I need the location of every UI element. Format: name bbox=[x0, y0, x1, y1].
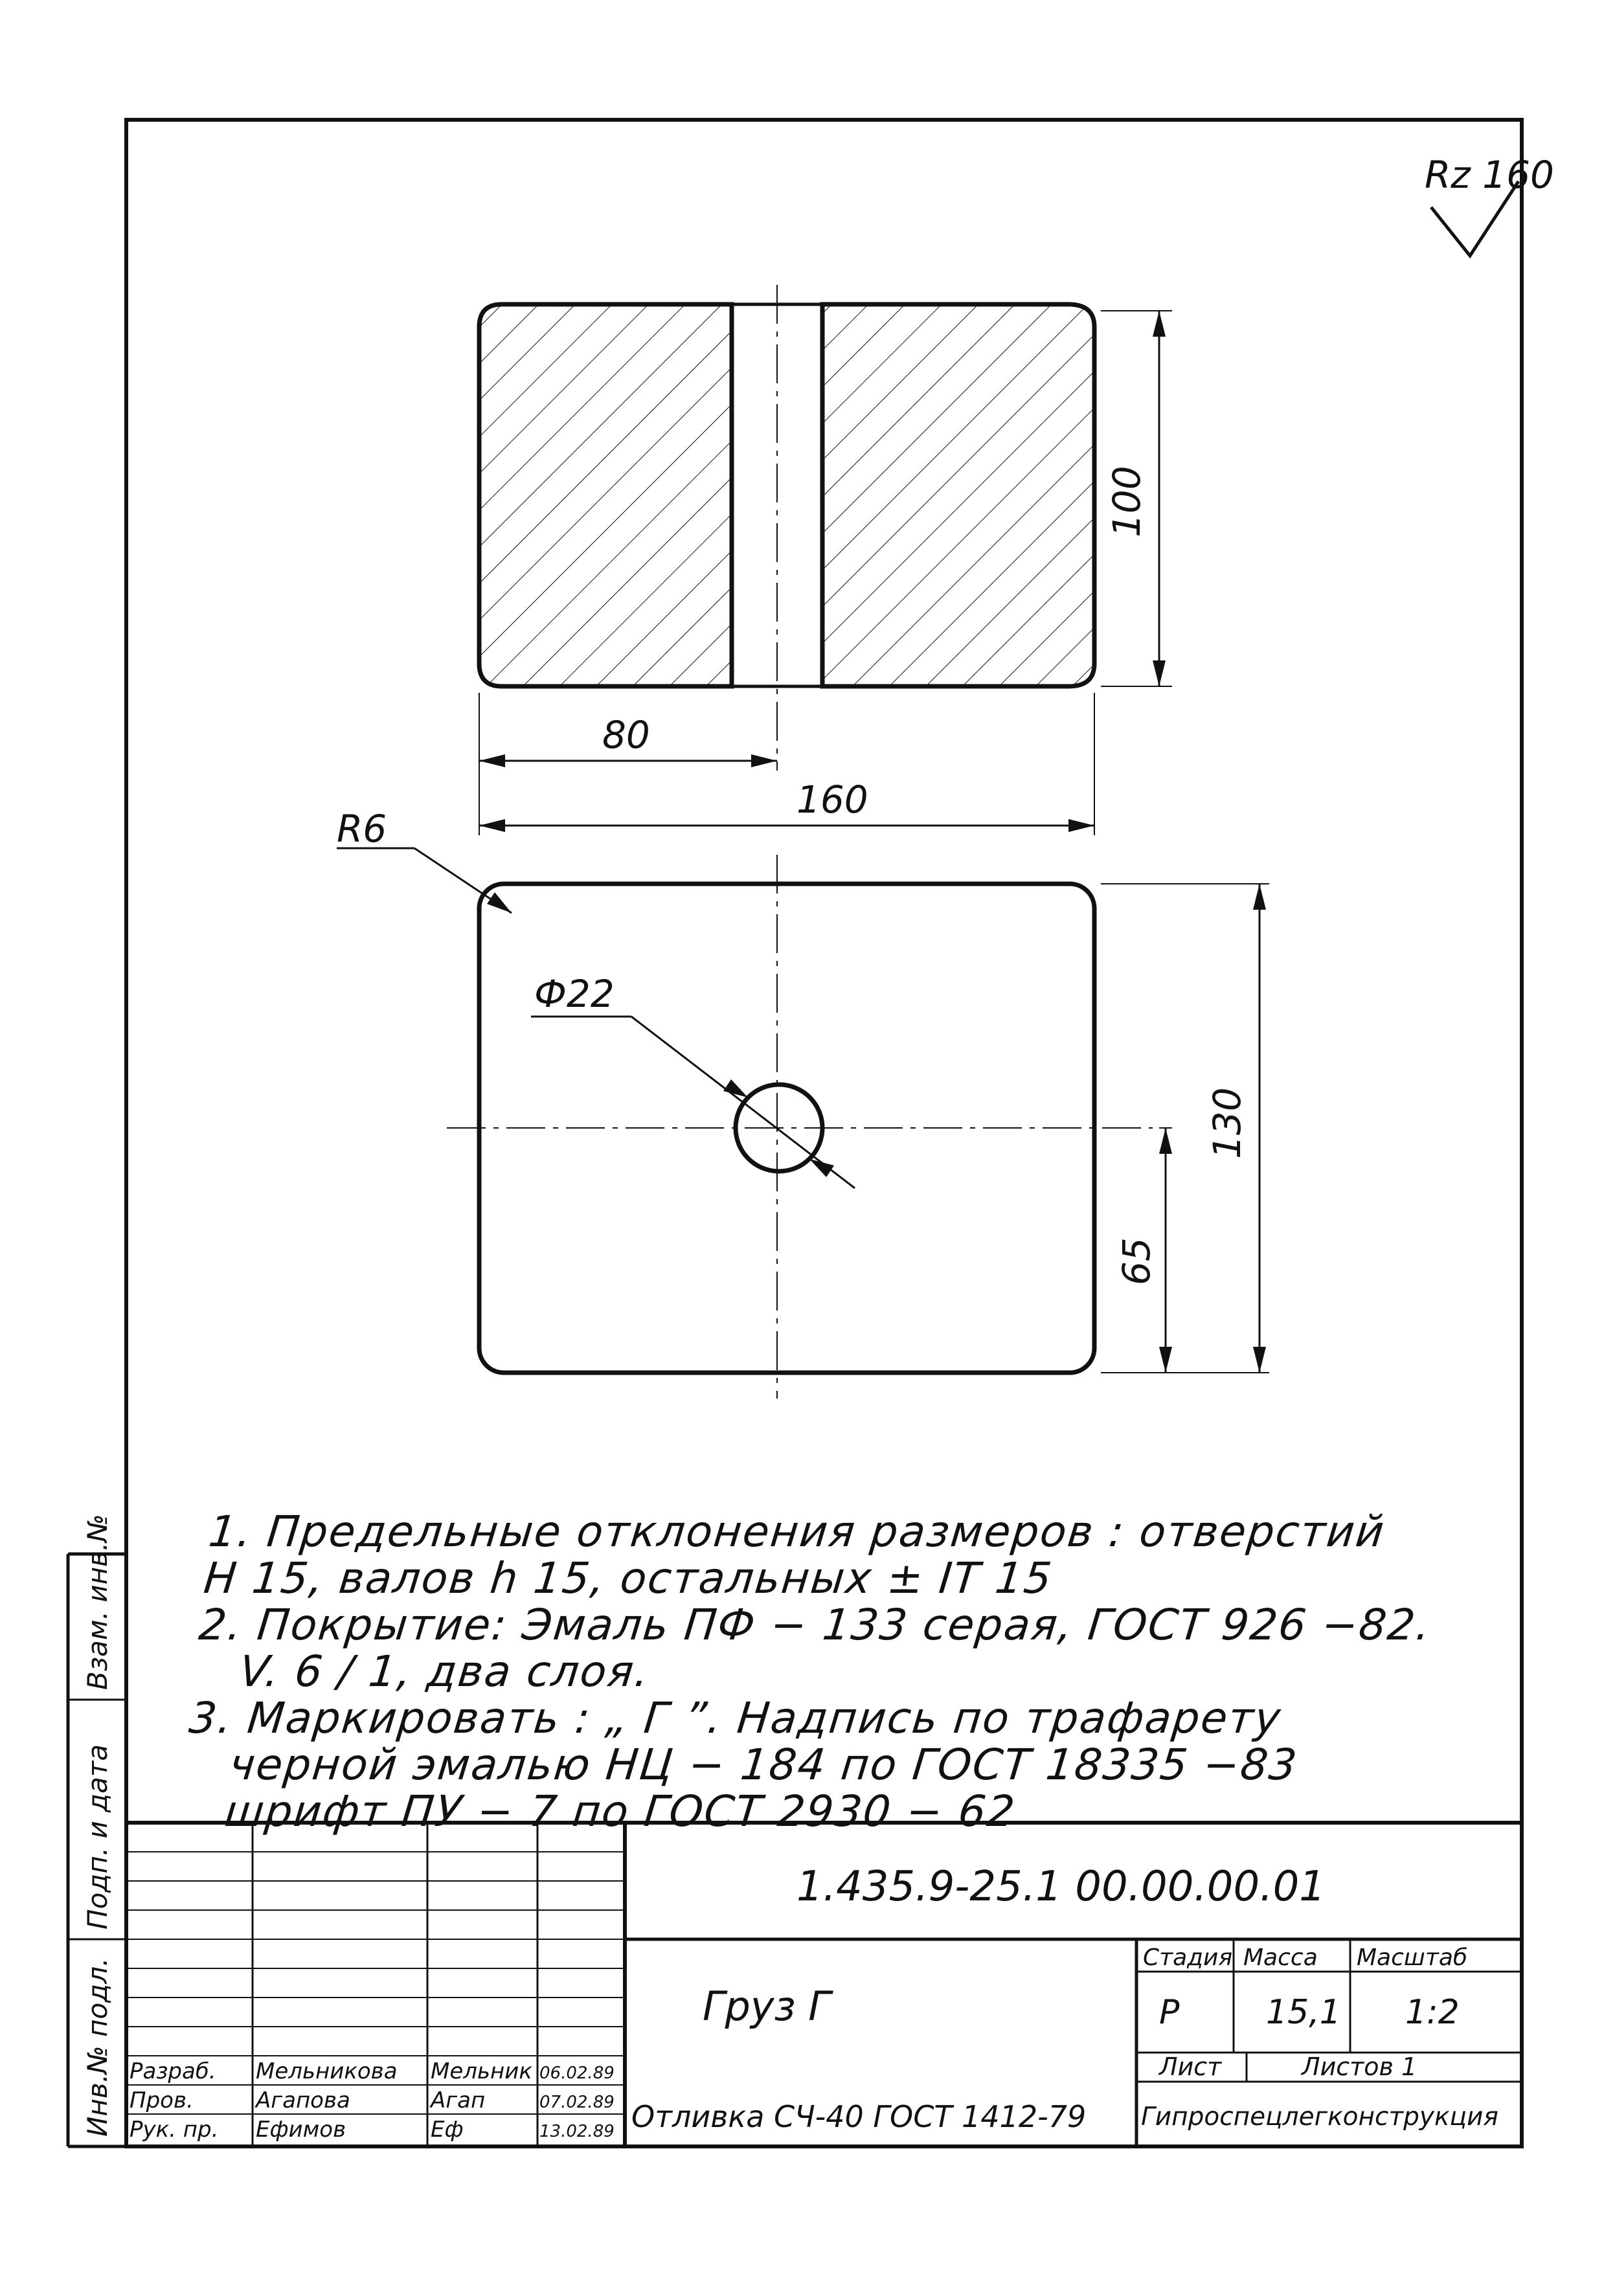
dimension-half-height-label: 65 bbox=[1114, 1237, 1158, 1285]
signer-sign: Еф bbox=[431, 2117, 464, 2143]
note-line: 3. Маркировать : „ Г ”. Надпись по трафа… bbox=[186, 1693, 1284, 1743]
signer-name: Агапова bbox=[254, 2088, 350, 2113]
dimension-height-top: 130 bbox=[1101, 883, 1269, 1373]
top-view bbox=[447, 855, 1153, 1399]
dimension-half-width: 80 bbox=[479, 693, 778, 835]
signer-role: Разраб. bbox=[130, 2058, 216, 2084]
radius-label: R6 bbox=[337, 807, 387, 851]
side-stamp-replace: Взам. инв.№ bbox=[82, 1514, 113, 1690]
dimension-half-height: 65 bbox=[1114, 1127, 1172, 1373]
side-stamp-inv: Инв.№ подл. bbox=[82, 1958, 113, 2137]
signer-sign: Мельник bbox=[431, 2058, 532, 2084]
center-hole bbox=[733, 1082, 825, 1174]
header-stage: Стадия bbox=[1143, 1944, 1232, 1971]
note-line: черной эмалью НЦ − 184 по ГОСТ 18335 −83 bbox=[227, 1740, 1300, 1790]
dimension-half-width-label: 80 bbox=[602, 713, 650, 757]
front-section-view bbox=[477, 285, 1097, 764]
note-line: 2. Покрытие: Эмаль ПФ − 133 серая, ГОСТ … bbox=[196, 1600, 1434, 1650]
radius-callout: R6 bbox=[337, 807, 512, 914]
roughness-label: Rz 160 bbox=[1425, 153, 1554, 197]
signer-role: Пров. bbox=[130, 2088, 194, 2113]
hole-label: Ф22 bbox=[534, 972, 615, 1016]
signer-name: Ефимов bbox=[256, 2117, 346, 2143]
hole-callout: Ф22 bbox=[531, 972, 855, 1189]
dimension-width: 160 bbox=[479, 693, 1095, 835]
part-name: Груз Г bbox=[703, 1983, 833, 2030]
side-stamp-sign: Подп. и дата bbox=[82, 1744, 113, 1930]
sheets-label: Листов 1 bbox=[1300, 2053, 1417, 2081]
signer-date: 13.02.89 bbox=[539, 2122, 615, 2141]
side-stamp: Инв.№ подл. Подп. и дата Взам. инв.№ bbox=[66, 1514, 126, 2148]
title-block: Разраб. Мельникова Мельник 06.02.89 Пров… bbox=[126, 1821, 1522, 2146]
signer-sign: Агап bbox=[429, 2088, 485, 2113]
header-scale: Масштаб bbox=[1357, 1944, 1467, 1971]
note-line: шрифт ПУ − 7 по ГОСТ 2930 − 62 bbox=[222, 1786, 1019, 1836]
value-scale: 1:2 bbox=[1405, 1993, 1460, 2032]
header-mass: Масса bbox=[1243, 1944, 1318, 1971]
dimension-height-front-label: 100 bbox=[1105, 466, 1149, 537]
sheet-label: Лист bbox=[1158, 2053, 1223, 2081]
material-spec: Отливка СЧ-40 ГОСТ 1412-79 bbox=[631, 2099, 1086, 2134]
document-number: 1.435.9-25.1 00.00.00.01 bbox=[796, 1863, 1326, 1911]
signer-date: 06.02.89 bbox=[539, 2064, 615, 2083]
signer-date: 07.02.89 bbox=[539, 2093, 615, 2112]
note-line: 1. Предельные отклонения размеров : отве… bbox=[206, 1507, 1388, 1557]
note-line: V. 6 / 1, два слоя. bbox=[237, 1647, 653, 1696]
value-stage: Р bbox=[1159, 1993, 1180, 2032]
note-line: H 15, валов h 15, остальных ± IT 15 bbox=[201, 1553, 1056, 1603]
dimension-width-label: 160 bbox=[796, 778, 868, 822]
dimension-height-top-label: 130 bbox=[1205, 1087, 1249, 1159]
sheet-frame bbox=[124, 118, 1524, 2148]
signer-rows: Разраб. Мельникова Мельник 06.02.89 Пров… bbox=[130, 2058, 615, 2143]
value-mass: 15,1 bbox=[1266, 1993, 1341, 2032]
signer-role: Рук. пр. bbox=[130, 2117, 218, 2143]
roughness-symbol: Rz 160 bbox=[1425, 153, 1554, 259]
technical-notes: 1. Предельные отклонения размеров : отве… bbox=[177, 1507, 1442, 1836]
signer-name: Мельникова bbox=[256, 2058, 398, 2084]
dimension-height-front: 100 bbox=[1101, 310, 1172, 687]
organization: Гипроспецлегконструкция bbox=[1141, 2102, 1498, 2132]
